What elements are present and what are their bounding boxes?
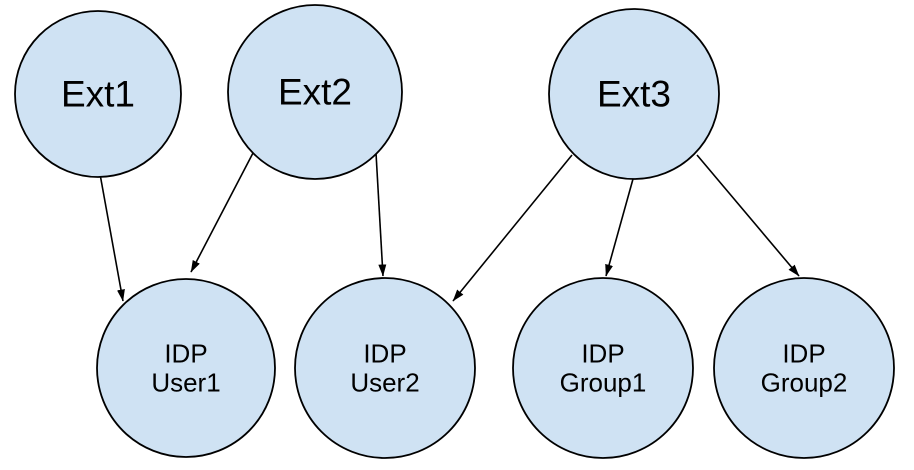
node-group2-label: IDP: [782, 339, 825, 369]
edges-layer: [99, 152, 800, 302]
node-group2-circle: [713, 277, 895, 459]
node-group1-label: Group1: [560, 368, 647, 398]
edge-ext1-user1: [99, 173, 125, 302]
node-ext3-label: Ext3: [597, 74, 671, 115]
edge-ext2-user2: [375, 152, 387, 277]
edge-ext3-group1: [605, 178, 634, 277]
edge-ext3-group2: [696, 154, 800, 277]
node-ext3: Ext3: [548, 8, 720, 180]
node-ext1-label: Ext1: [61, 74, 135, 115]
node-ext2-circle: [227, 4, 403, 180]
node-ext1: Ext1: [14, 10, 182, 178]
node-user2-label: IDP: [363, 339, 406, 369]
node-user1-circle: [96, 278, 276, 458]
node-group2-label: Group2: [761, 368, 848, 398]
node-user1-label: IDP: [164, 339, 207, 369]
node-user2-circle: [294, 277, 476, 459]
node-user2-label: User2: [350, 368, 419, 398]
node-ext3-circle: [548, 8, 720, 180]
node-ext2-label: Ext2: [278, 72, 352, 113]
node-ext2: Ext2: [227, 4, 403, 180]
node-ext1-circle: [14, 10, 182, 178]
edge-ext3-user2: [452, 154, 573, 302]
edge-ext2-user1: [190, 152, 254, 273]
node-user1-label: User1: [151, 368, 220, 398]
node-group1-circle: [512, 277, 694, 459]
node-group1-label: IDP: [581, 339, 624, 369]
